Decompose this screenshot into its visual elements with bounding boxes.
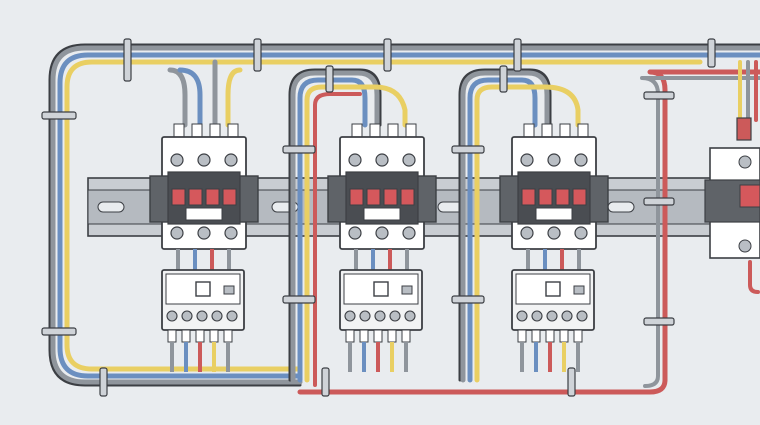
overload-relay-icon	[511, 269, 595, 331]
ferrule	[387, 329, 397, 343]
ferrule	[359, 329, 369, 343]
contactor-unit-3	[499, 123, 609, 372]
ferrule	[181, 329, 191, 343]
overload-relay-icon	[339, 269, 423, 331]
wire-drop-4	[738, 60, 760, 294]
wire-loop-2	[288, 68, 408, 387]
contactor-unit-1	[149, 123, 259, 372]
ferrule	[531, 329, 541, 343]
cable-tie-icon	[41, 38, 716, 397]
ferrule	[223, 329, 233, 343]
ferrule	[209, 329, 219, 343]
ferrule	[387, 123, 399, 139]
ferrule	[227, 123, 239, 139]
ferrule	[517, 329, 527, 343]
contactor-unit-2	[327, 123, 437, 372]
ferrule	[405, 123, 417, 139]
overload-relay-icon	[161, 269, 245, 331]
ferrule	[559, 123, 571, 139]
ferrule	[369, 123, 381, 139]
ferrule	[545, 329, 555, 343]
contactor-row	[149, 123, 609, 372]
ferrule	[523, 123, 535, 139]
ferrule	[401, 329, 411, 343]
ferrule	[577, 123, 589, 139]
wire-loop-1	[167, 59, 243, 128]
ferrule	[541, 123, 553, 139]
ferrule	[559, 329, 569, 343]
ferrule	[173, 123, 185, 139]
ferrule	[345, 329, 355, 343]
contactor-icon	[499, 136, 609, 250]
ferrule	[573, 329, 583, 343]
ferrule	[351, 123, 363, 139]
partial-contactor-icon	[704, 117, 760, 259]
ferrule	[167, 329, 177, 343]
contactor-icon	[327, 136, 437, 250]
ferrule	[195, 329, 205, 343]
ferrule	[373, 329, 383, 343]
main-cable-bundle	[48, 43, 760, 395]
contactor-icon	[149, 136, 259, 250]
ferrule	[191, 123, 203, 139]
ferrule	[209, 123, 221, 139]
